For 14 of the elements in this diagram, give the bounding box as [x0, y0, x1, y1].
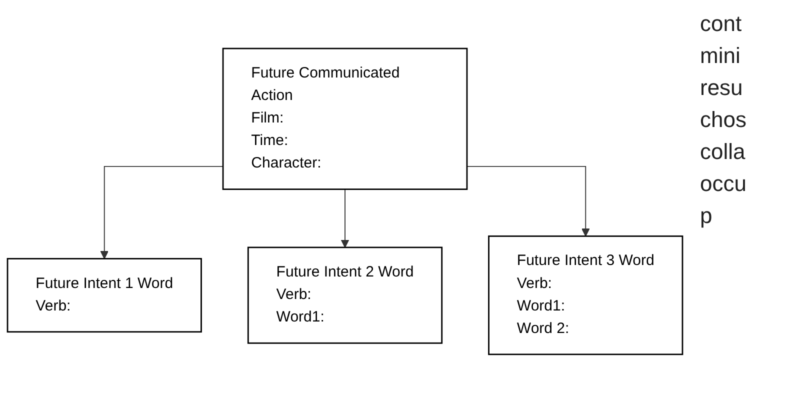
node-box: Future Intent 3 Word Verb: Word1: Word 2:: [488, 236, 684, 356]
node-box: Future Communicated Action Film: Time: Character:: [222, 48, 468, 190]
text-fragment: resu: [700, 74, 743, 102]
text-fragment: p: [700, 202, 712, 230]
text-fragment: mini: [700, 42, 740, 70]
node-box: Future Intent 1 Word Verb:: [6, 258, 202, 333]
text-fragment: cont: [700, 10, 742, 38]
node-box: Future Intent 2 Word Verb: Word1:: [247, 246, 443, 344]
arrow: [340, 188, 350, 248]
text-fragment: chos: [700, 106, 746, 134]
arrow: [466, 166, 590, 237]
text-fragment: colla: [700, 138, 746, 166]
text-fragment: occu: [700, 170, 746, 198]
arrow: [100, 166, 224, 260]
